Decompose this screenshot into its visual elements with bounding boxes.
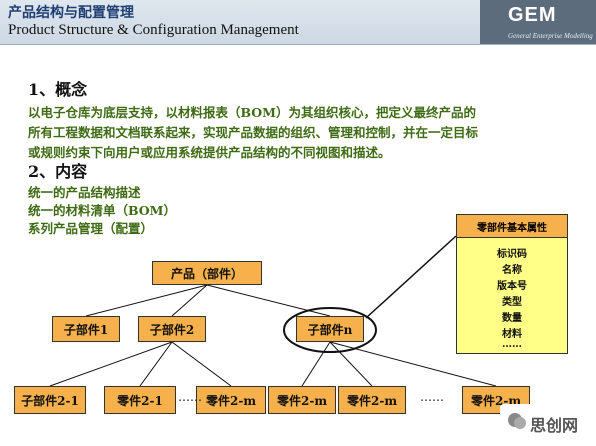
node-sub-1: 子部件1 <box>52 316 120 342</box>
attribute-item: 名称 <box>502 265 522 276</box>
content-item-1: 统一的产品结构描述 <box>28 185 141 200</box>
attribute-item: 标识码 <box>497 249 527 260</box>
section1-heading: 1、概念 <box>28 80 88 99</box>
node-sub-2: 子部件2 <box>138 316 206 342</box>
ellipsis-left: …… <box>178 390 202 404</box>
content-item-2: 统一的材料清单（BOM） <box>28 203 177 218</box>
attributes-title: 零部件基本属性 <box>457 215 567 238</box>
node-sub-n: 子部件n <box>296 316 364 342</box>
edge-subn-c1 <box>301 341 331 387</box>
page-title-cn: 产品结构与配置管理 <box>8 5 134 21</box>
concept-line-1: 以电子仓库为底层支持，以材料报表（BOM）为其组织核心，把定义最终产品的 <box>28 105 477 120</box>
edge-root-subn <box>206 284 331 317</box>
node-leaf-4: 零件2-m <box>268 386 336 414</box>
attribute-item: 类型 <box>502 297 522 308</box>
edge-subn-c2 <box>329 341 373 387</box>
logo-subtitle: General Enterprise Modelling <box>508 32 593 40</box>
attribute-item: 材料 <box>502 329 522 340</box>
highlight-ellipse <box>283 307 377 353</box>
concept-line-3: 或规则约束下向用户或应用系统提供产品结构的不同视图和描述。 <box>28 145 391 160</box>
edge-sub2-c2 <box>139 341 173 387</box>
edge-root-sub1 <box>85 284 208 317</box>
ellipsis-right: …… <box>420 390 444 404</box>
attribute-item: 版本号 <box>497 281 527 292</box>
page-title-en: Product Structure & Configuration Manage… <box>8 22 299 38</box>
watermark-text: 思创网 <box>530 416 579 435</box>
gem-logo <box>480 0 596 44</box>
content-item-3: 系列产品管理（配置） <box>28 221 154 236</box>
edge-root-sub2 <box>171 284 208 317</box>
node-leaf-2: 零件2-1 <box>104 386 176 414</box>
wechat-icon <box>508 413 526 429</box>
attributes-panel: 零部件基本属性 标识码 名称 版本号 类型 数量 材料 …… <box>456 214 568 354</box>
edge-sub2-c3 <box>171 341 232 387</box>
attribute-item: 数量 <box>502 313 522 324</box>
node-leaf-5: 零件2-m <box>338 386 406 414</box>
node-root: 产品（部件） <box>152 261 262 285</box>
edge-sub2-c1 <box>49 341 173 387</box>
section2-heading: 2、内容 <box>28 162 88 181</box>
concept-line-2: 所有工程数据和文档联系起来，实现产品数据的组织、管理和控制，并在一定目标 <box>28 125 479 140</box>
attribute-item: …… <box>502 339 522 350</box>
callout-line <box>365 235 457 319</box>
edge-subn-c3 <box>329 341 497 387</box>
node-leaf-1: 子部件2-1 <box>14 386 86 414</box>
node-leaf-3: 零件2-m <box>196 386 266 414</box>
logo-text: GEM <box>508 4 557 26</box>
